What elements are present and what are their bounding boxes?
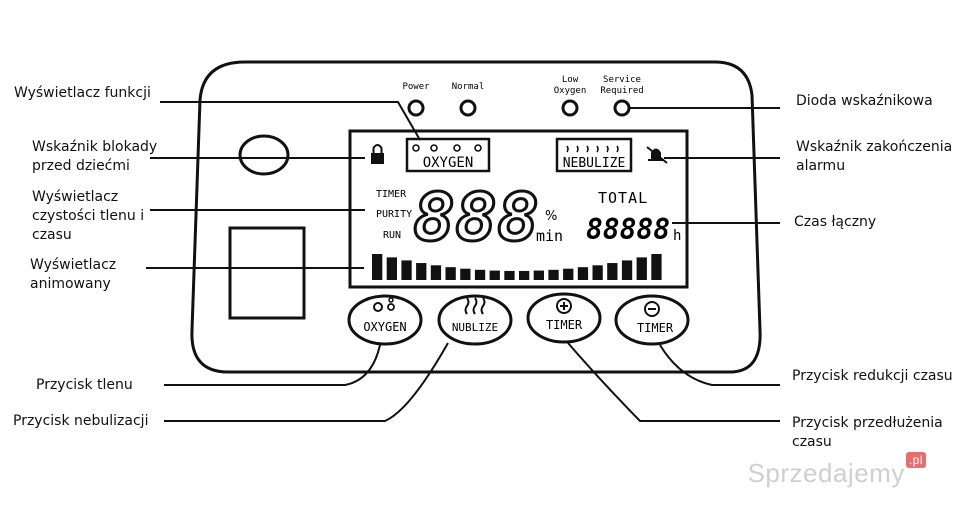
timer-plus-label: TIMER [546, 318, 583, 332]
callout-time-extend: Przycisk przedłużenia czasu [792, 415, 943, 450]
plus-icon [556, 298, 572, 314]
bar-segment [651, 254, 662, 280]
oxygen-mode-box [405, 137, 491, 173]
callout-indicator-diode: Dioda wskaźnikowa [796, 93, 933, 109]
led-label-normal: Normal [452, 82, 485, 92]
oxygen-button-label: OXYGEN [363, 320, 406, 334]
low-oxygen-led [561, 99, 579, 117]
timer-minus-button[interactable]: TIMER [614, 294, 690, 346]
min-unit: min [536, 227, 563, 245]
hours-unit: h [673, 228, 681, 244]
nebulize-button[interactable]: NUBLIZE [437, 294, 513, 346]
bar-segment [430, 265, 442, 280]
timer-minus-label: TIMER [637, 321, 674, 335]
lock-icon [371, 144, 384, 164]
bar-segment [607, 263, 618, 280]
led-label-service-2: Required [600, 86, 643, 96]
bar-segment [621, 260, 633, 280]
nebulize-mode-box [555, 137, 633, 173]
main-digits: 888 [413, 179, 539, 256]
animated-bar-graph [372, 254, 662, 280]
bar-segment [460, 268, 471, 280]
run-indicator: RUN [383, 230, 401, 241]
bar-segment [401, 260, 412, 280]
callout-function-display: Wyświetlacz funkcji [14, 85, 151, 101]
bar-segment [416, 263, 427, 280]
callout-nebulize-button: Przycisk nebulizacji [13, 413, 149, 429]
alarm-muted-icon [646, 146, 668, 164]
bar-segment [636, 257, 647, 280]
led-label-low-1: Low [562, 75, 579, 85]
watermark-suffix: .pl [905, 452, 926, 468]
oxygen-button-icon [373, 302, 383, 312]
oxygen-mode-label: OXYGEN [423, 155, 474, 171]
bar-segment [519, 270, 530, 280]
percent-unit: % [545, 209, 557, 224]
led-label-low-2: Oxygen [554, 86, 587, 96]
device-body [190, 60, 762, 374]
purity-indicator: PURITY [376, 209, 412, 220]
callout-total-time: Czas łączny [794, 214, 877, 230]
power-switch-oval [238, 134, 290, 176]
total-digits: 88888 [586, 213, 670, 246]
normal-led [459, 99, 477, 117]
watermark: Sprzedajemy.pl [747, 452, 926, 489]
oxygen-button[interactable]: OXYGEN [347, 294, 423, 346]
total-label: TOTAL [598, 189, 648, 207]
left-panel-window [228, 226, 306, 320]
led-label-power: Power [402, 82, 430, 92]
led-label-service-1: Service [603, 75, 641, 85]
bar-segment [577, 267, 589, 280]
bar-segment [489, 270, 500, 280]
bar-segment [474, 269, 486, 280]
service-led [613, 99, 631, 117]
nebulize-mode-label: NEBULIZE [563, 156, 626, 171]
power-led [407, 99, 425, 117]
watermark-text: Sprzedajemy [747, 458, 905, 488]
bar-segment [563, 268, 574, 280]
nebulize-button-label: NUBLIZE [452, 321, 498, 334]
callout-oxygen-button: Przycisk tlenu [36, 377, 133, 393]
bar-segment [592, 265, 603, 280]
bar-segment [533, 270, 544, 280]
bar-segment [386, 257, 397, 280]
steam-icon [464, 297, 486, 315]
bar-segment [445, 267, 456, 280]
steam-lines-icon [566, 145, 619, 153]
bar-segment [372, 254, 383, 280]
callout-lines [146, 101, 780, 422]
callout-purity-display: Wyświetlacz czystości tlenu i czasu [32, 189, 145, 243]
o2-icons-row [412, 144, 482, 152]
callout-child-lock: Wskaźnik blokady przed dziećmi [32, 139, 158, 174]
callout-alarm-end: Wskaźnik zakończenia alarmu [796, 139, 953, 174]
timer-indicator: TIMER [376, 189, 407, 200]
callout-animated-display: Wyświetlacz animowany [30, 257, 117, 292]
callout-time-reduce: Przycisk redukcji czasu [792, 368, 953, 384]
minus-icon [644, 301, 660, 317]
bar-segment [548, 269, 559, 280]
timer-plus-button[interactable]: TIMER [526, 292, 602, 344]
bar-segment [504, 270, 515, 280]
